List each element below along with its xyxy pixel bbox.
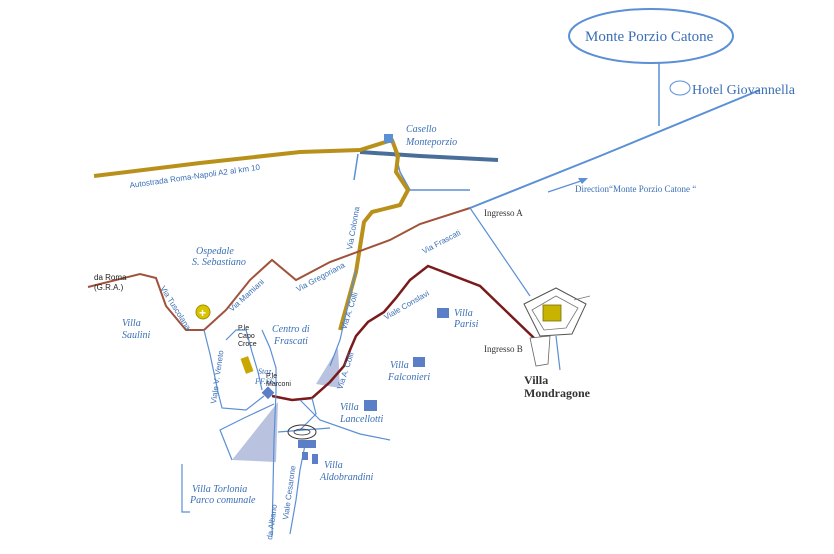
- ospedale-label: Ospedale: [196, 246, 234, 257]
- thin-streets: [181, 207, 561, 537]
- villa-mondragone-label-2: Mondragone: [524, 386, 591, 400]
- staz-label-2: FF.SS.: [254, 377, 276, 386]
- route-to-mondragone: [271, 264, 535, 402]
- road-to-monte-porzio: [469, 89, 761, 209]
- ple-capo-croce-label-2: Capo: [238, 333, 255, 340]
- hotel-label: Hotel Giovannella: [692, 83, 796, 98]
- via-frascati-label: Via Frascati: [421, 228, 463, 256]
- centro-label: Centro di: [272, 324, 310, 335]
- ospedale-label-2: S. Sebastiano: [192, 257, 246, 268]
- monte-porzio-bubble[interactable]: [568, 8, 734, 64]
- road-casello-south: [353, 153, 359, 181]
- villa-aldobrandini-label: Villa: [324, 460, 343, 471]
- villa-falconieri-label: Villa: [390, 360, 409, 371]
- roundabout: [287, 424, 317, 440]
- da-albano-label: da Albano: [265, 503, 279, 540]
- villa-aldobrandini-label-2: Aldobrandini: [319, 472, 374, 483]
- ingresso-b-label: Ingresso B: [484, 344, 523, 354]
- direction-label: Direction“Monte Porzio Catone “: [575, 184, 696, 194]
- ple-capo-croce-label: P.le: [238, 325, 249, 332]
- villa-saulini-label: Villa: [122, 318, 141, 329]
- villa-mondragone-label: Villa: [524, 373, 548, 387]
- villa-mondragone-complex[interactable]: [523, 287, 591, 367]
- direction-arrow: [547, 179, 585, 193]
- villa-parisi-label-2: Parisi: [453, 319, 479, 330]
- ingresso-a-label: Ingresso A: [484, 208, 523, 218]
- villa-lancellotti-square[interactable]: [364, 400, 377, 411]
- station-icon[interactable]: [240, 356, 254, 374]
- via-a-colli-label-1: Via A. Colli: [339, 291, 360, 331]
- villa-torlonia-park: [232, 402, 278, 462]
- hotel-marker[interactable]: [669, 80, 691, 96]
- staz-label: Staz.: [258, 367, 273, 376]
- villa-parisi-label: Villa: [454, 308, 473, 319]
- ple-capo-croce-label-3: Croce: [238, 341, 257, 348]
- da-roma-label: da Roma: [94, 273, 127, 282]
- casello-toll-icon[interactable]: [384, 134, 393, 143]
- villa-lancellotti-label: Villa: [340, 402, 359, 413]
- ple-marconi-marker[interactable]: [261, 386, 275, 400]
- gra-label: (G.R.A.): [94, 283, 124, 292]
- road-monteporzio-east: [359, 150, 499, 162]
- ple-marconi-label-2: Marconi: [266, 381, 291, 388]
- villa-parisi-square[interactable]: [437, 308, 449, 318]
- villa-saulini-label-2: Saulini: [122, 330, 151, 341]
- ple-marconi-label: P.le: [266, 373, 277, 380]
- villa-torlonia-label-2: Parco comunale: [189, 495, 256, 506]
- viale-cesarone-label: Viale Cesarone: [281, 464, 298, 520]
- villa-falconieri-square[interactable]: [413, 357, 425, 367]
- viale-v-veneto-label: Viale V. Veneto: [209, 349, 225, 404]
- monte-porzio-label: Monte Porzio Catone: [585, 29, 714, 45]
- villa-aldobrandini-building[interactable]: [298, 440, 318, 464]
- hospital-icon[interactable]: [195, 304, 211, 320]
- roundabout-inner: [293, 428, 311, 436]
- villa-lancellotti-label-2: Lancellotti: [339, 414, 384, 425]
- villa-falconieri-label-2: Falconieri: [387, 372, 430, 383]
- autostrada: [93, 138, 410, 331]
- via-tuscolana-label: Via Tuscolana: [158, 284, 192, 332]
- casello-label-2: Monteporzio: [405, 137, 457, 148]
- hospital-cross: +: [199, 306, 206, 320]
- autostrada-label: Autostrada Roma-Napoli A2 al km 10: [129, 163, 261, 190]
- centro-label-2: Frascati: [273, 336, 308, 347]
- villa-torlonia-label: Villa Torlonia: [192, 484, 247, 495]
- via-tuscolana-road: [87, 207, 471, 331]
- casello-label: Casello: [406, 124, 437, 135]
- direction-arrowhead: [578, 178, 588, 184]
